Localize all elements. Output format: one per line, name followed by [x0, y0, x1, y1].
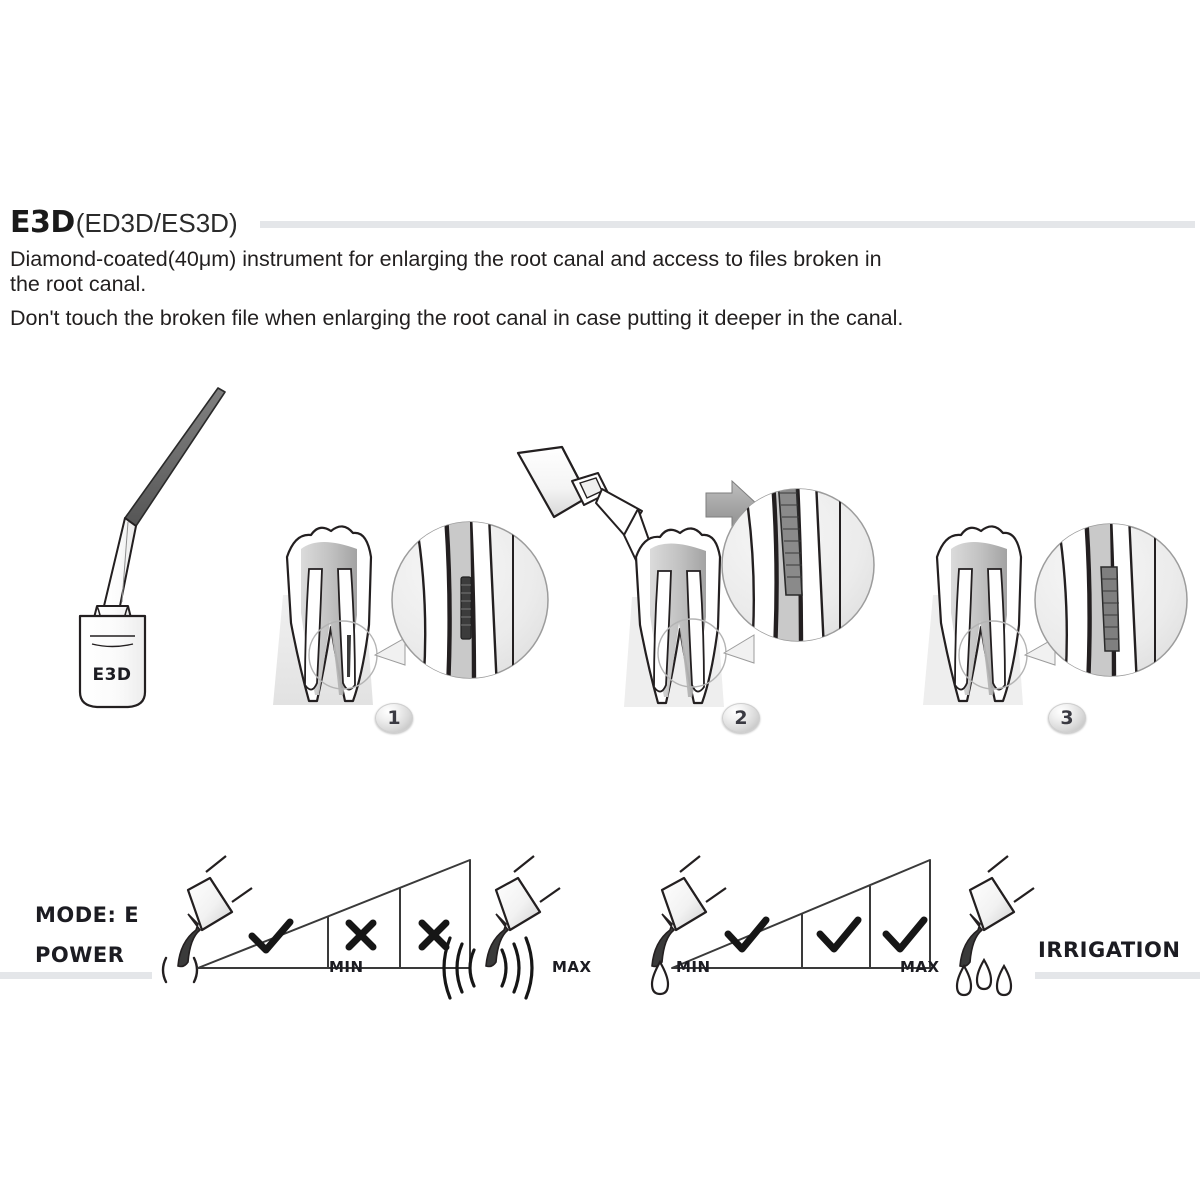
irrigation-mark-2-check-icon [816, 916, 862, 953]
model-variants: (ED3D/ES3D) [75, 208, 238, 238]
magnified-instrument-tip [777, 489, 803, 596]
water-drop-icon [650, 959, 670, 996]
title-row: E3D (ED3D/ES3D) [10, 205, 1195, 241]
magnified-view-3 [1034, 523, 1188, 677]
magnified-broken-file [460, 576, 472, 640]
description-line-3: Don't touch the broken file when enlargi… [10, 306, 904, 330]
irrigation-max-label: MAX [900, 958, 940, 976]
power-triangle [197, 859, 471, 969]
step-badge-2: 2 [722, 703, 760, 733]
handpiece-max-power-icon [442, 855, 561, 1000]
magnifier-connector [373, 637, 406, 666]
broken-file-fragment [347, 635, 351, 677]
step-badge-3: 3 [1048, 703, 1086, 733]
power-mark-2-cross-icon [345, 919, 377, 951]
vibration-waves-icon [442, 936, 534, 1000]
instrument-tip-illustration: E3D [40, 370, 260, 730]
illustration-area: E3D [0, 370, 1200, 770]
step-3-illustration: 3 [915, 505, 1200, 735]
irrigation-mark-1-check-icon [724, 916, 770, 953]
irrigation-triangle [671, 859, 931, 969]
water-drops-icon [955, 957, 1013, 997]
irrigation-label: IRRIGATION [1038, 938, 1181, 962]
step-2-illustration: 2 [510, 445, 890, 735]
header: E3D (ED3D/ES3D) Diamond-coated(40μm) ins… [10, 205, 1195, 331]
handpiece-min-irrigation-icon [650, 855, 727, 996]
page-title: E3D [10, 205, 75, 240]
magnified-view-2 [721, 488, 875, 642]
tip-label: E3D [92, 665, 131, 685]
step-badge-1: 1 [375, 703, 413, 733]
title-divider [259, 221, 1195, 228]
power-scale-group [161, 855, 561, 1000]
irrigation-label-underline [1035, 972, 1200, 979]
power-label: POWER [35, 943, 125, 967]
description-line-1: Diamond-coated(40μm) instrument for enla… [10, 247, 882, 271]
power-mark-1-check-icon [248, 918, 294, 954]
tip-base-body [78, 614, 147, 709]
diamond-coated-tip [124, 387, 226, 527]
tooth-cross-section [935, 525, 1023, 703]
handpiece-max-irrigation-icon [955, 855, 1035, 997]
power-label-underline [0, 972, 152, 979]
magnified-view-1 [391, 521, 549, 679]
irrigation-mark-3-check-icon [882, 916, 928, 953]
handpiece-min-power-icon [161, 855, 253, 984]
irrigation-scale-group [650, 855, 1035, 997]
description-line-2: the root canal. [10, 272, 147, 296]
tip-shaft [103, 517, 137, 607]
power-min-label: MIN [329, 958, 364, 976]
tooth-cross-section [634, 527, 722, 705]
enlarged-canal-region [1100, 566, 1120, 652]
settings-panel: MODE: E POWER [0, 820, 1200, 1020]
mode-label: MODE: E [35, 903, 140, 927]
irrigation-min-label: MIN [676, 958, 711, 976]
handpiece [516, 445, 609, 519]
power-max-label: MAX [552, 958, 592, 976]
power-mark-3-cross-icon [418, 919, 450, 951]
step-1-illustration: 1 [265, 505, 565, 735]
magnifier-connector [722, 634, 755, 664]
